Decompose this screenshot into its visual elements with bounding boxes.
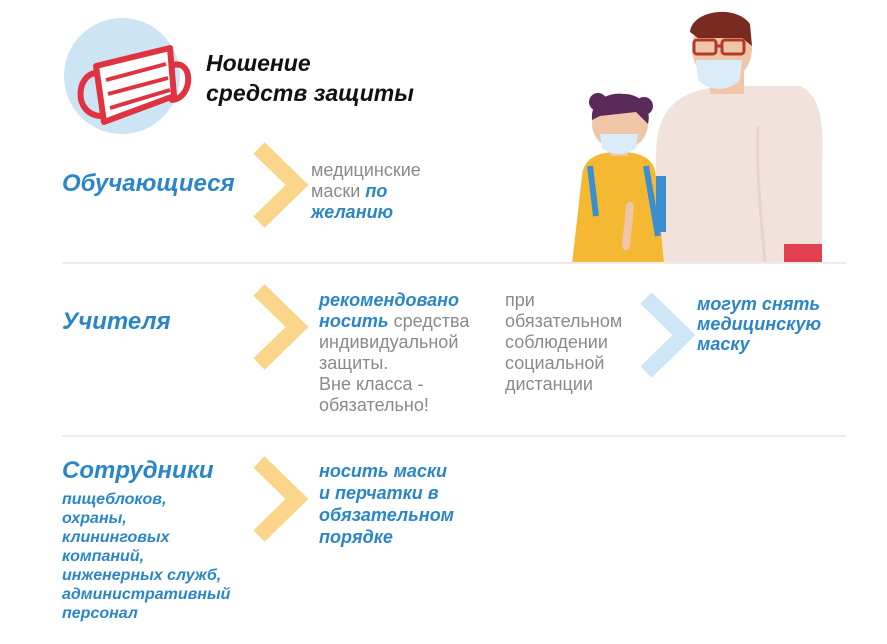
category-staff: Сотрудники: [62, 457, 214, 484]
divider: [62, 435, 846, 437]
staff-subcategories: пищеблоков, охраны, клининговых компаний…: [62, 491, 231, 622]
face-mask-icon: [62, 18, 202, 140]
teachers-condition-text: при обязательном соблюдении социальной д…: [505, 290, 623, 394]
staff-rule-text: носить маски и перчатки в обязательном п…: [319, 461, 454, 547]
teachers-rule-text: рекомендовано носить средства индивидуал…: [319, 290, 470, 415]
students-rule-text: медицинские маски по желанию: [311, 160, 421, 222]
divider: [62, 262, 846, 264]
category-teachers: Учителя: [62, 308, 171, 335]
chevron-right-icon: [253, 456, 309, 542]
chevron-right-icon: [253, 284, 309, 370]
man-and-girl-in-masks-illustration: [560, 6, 840, 265]
page-title: Ношение средств защиты: [206, 50, 414, 106]
chevron-right-icon: [640, 292, 696, 378]
category-students: Обучающиеся: [62, 170, 235, 197]
chevron-right-icon: [253, 142, 309, 228]
teachers-result-text: могут снять медицинскую маску: [697, 294, 822, 354]
